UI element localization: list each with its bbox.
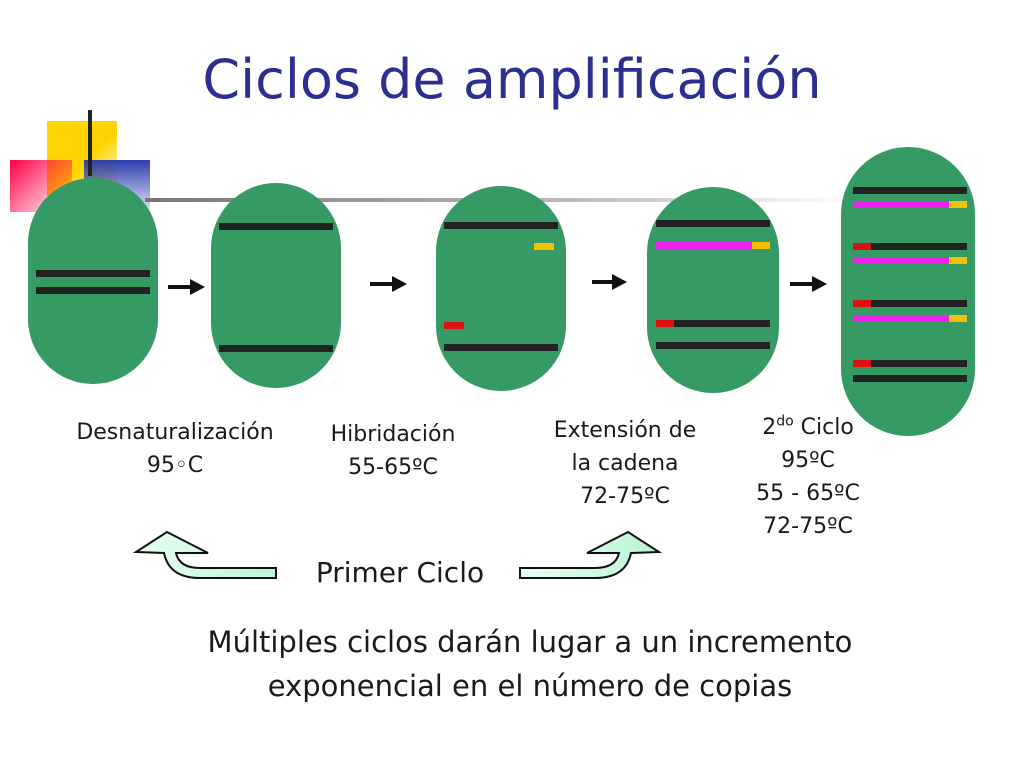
label-second-cycle: 2do Ciclo 95ºC 55 - 65ºC 72-75ºC: [730, 411, 886, 543]
label-line: 72-75ºC: [580, 484, 670, 509]
label-line: Hibridación: [330, 422, 456, 447]
new-strand: [871, 243, 967, 250]
label-number: 2: [762, 415, 777, 440]
cycle-arrow-right: [519, 530, 663, 579]
primer-ciclo-label: Primer Ciclo: [315, 556, 485, 589]
cell-second-cycle: [841, 147, 975, 436]
label-line: 55-65ºC: [348, 455, 438, 480]
cell-hybridization: [211, 183, 341, 388]
primer-yellow: [949, 257, 967, 264]
new-strand: [674, 320, 770, 327]
label-line: 55 - 65ºC: [756, 481, 860, 506]
primer-red: [853, 243, 871, 250]
primer-red: [444, 322, 464, 329]
step-arrow-3: [592, 274, 627, 290]
dna-strand: [219, 223, 333, 230]
label-text: Ciclo: [793, 415, 854, 440]
label-hybridization: Hibridación 55-65ºC: [300, 418, 486, 484]
new-strand: [871, 360, 967, 367]
step-arrow-2: [370, 276, 407, 292]
cell-extension: [647, 187, 779, 393]
label-line: 95ºC: [781, 448, 835, 473]
label-extension: Extensión de la cadena 72-75ºC: [525, 414, 725, 513]
new-strand: [656, 242, 752, 249]
label-line: Desnaturalización: [76, 420, 274, 445]
decor-vertical-line: [88, 110, 92, 176]
primer-yellow: [534, 243, 554, 250]
second-cycle-heading: 2do Ciclo: [730, 411, 886, 444]
dna-strand: [219, 345, 333, 352]
cycle-arrow-left: [132, 530, 277, 579]
primer-yellow: [752, 242, 770, 249]
primer-yellow: [949, 315, 967, 322]
new-strand: [871, 300, 967, 307]
dna-strand: [853, 375, 967, 382]
dna-strand: [656, 342, 770, 349]
primer-yellow: [949, 201, 967, 208]
slide-title: Ciclos de amplificación: [202, 48, 822, 111]
note-line: Múltiples ciclos darán lugar a un increm…: [207, 625, 853, 659]
step-arrow-1: [168, 279, 205, 295]
footer-note: Múltiples ciclos darán lugar a un increm…: [150, 620, 910, 708]
dna-strand: [444, 344, 558, 351]
new-strand: [853, 315, 949, 322]
primer-red: [656, 320, 674, 327]
cell-primers: [436, 186, 566, 391]
primer-red: [853, 360, 871, 367]
dna-strand: [36, 287, 150, 294]
dna-strand: [853, 187, 967, 194]
label-line: 72-75ºC: [763, 514, 853, 539]
cell-denaturation: [28, 178, 158, 384]
label-denaturation: Desnaturalización 95◦C: [55, 416, 295, 482]
primer-red: [853, 300, 871, 307]
label-superscript: do: [776, 413, 794, 430]
dna-strand: [36, 270, 150, 277]
note-line: exponencial en el número de copias: [267, 669, 793, 703]
label-line: la cadena: [571, 451, 679, 476]
new-strand: [853, 201, 949, 208]
dna-strand: [656, 220, 770, 227]
step-arrow-4: [790, 276, 827, 292]
label-line: Extensión de: [553, 418, 697, 443]
new-strand: [853, 257, 949, 264]
label-line: 95◦C: [146, 453, 204, 478]
dna-strand: [444, 222, 558, 229]
